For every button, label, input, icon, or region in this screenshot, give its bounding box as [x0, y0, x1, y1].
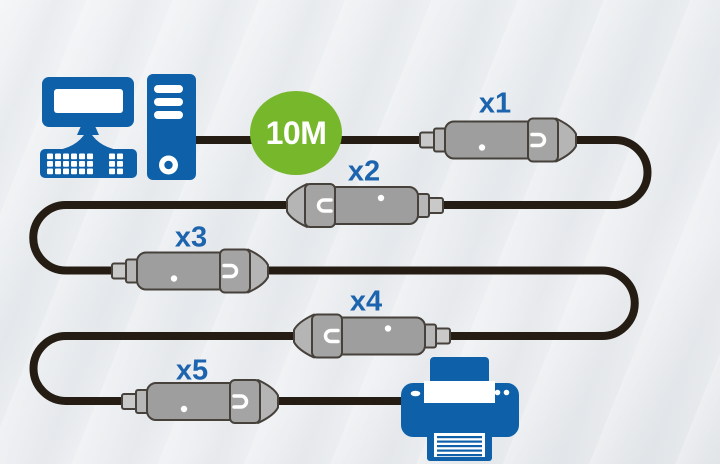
- cable-length-badge: 10M: [250, 91, 342, 175]
- extender-label-x3: x3: [174, 221, 208, 254]
- printer-output-tray: [427, 428, 492, 461]
- extender-label-x5: x5: [175, 354, 209, 387]
- keyboard-icon: [40, 149, 137, 178]
- usb-extender-4: [292, 312, 452, 360]
- cable-length-label: 10M: [265, 114, 327, 151]
- monitor-icon: [42, 77, 134, 154]
- printer-icon: [401, 357, 519, 461]
- printer-led-2: [503, 389, 510, 396]
- printer-paper-top: [430, 357, 489, 387]
- computer-icon: [40, 74, 196, 180]
- usb-extender-3: [110, 247, 270, 295]
- usb-cable: [29, 136, 652, 405]
- tower-icon: [147, 74, 196, 180]
- extender-label-x4: x4: [349, 285, 383, 318]
- extender-label-x2: x2: [347, 155, 381, 188]
- usb-extender-2: [285, 182, 445, 229]
- extender-label-x1: x1: [478, 87, 512, 120]
- printer-led-1: [494, 389, 501, 396]
- usb-extender-1: [418, 116, 578, 164]
- printer-paper-sheet: [424, 381, 495, 403]
- printer-button: [410, 390, 421, 397]
